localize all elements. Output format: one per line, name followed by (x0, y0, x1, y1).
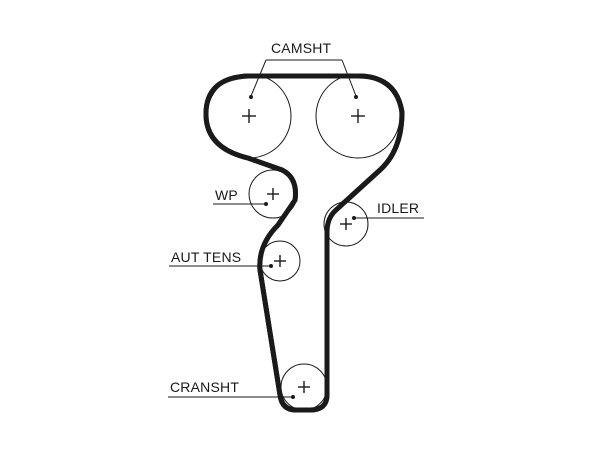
camshaft-leader (249, 59, 358, 99)
auto-tensioner-label: AUT TENS (171, 249, 241, 265)
timing-belt-overlay (203, 73, 405, 413)
idler-leader (352, 216, 424, 220)
water-pump-label: WP (215, 187, 238, 203)
auto-tensioner-pulley (259, 240, 301, 282)
idler-label: IDLER (377, 200, 419, 216)
idler-pulley (323, 201, 369, 247)
water-pump-leader (213, 202, 268, 206)
camshaft-label: CAMSHT (271, 40, 332, 56)
auto-tensioner-leader (169, 264, 273, 268)
crankshaft-label: CRANSHT (170, 379, 239, 395)
crankshaft-leader (168, 395, 295, 399)
crankshaft-pulley (280, 363, 328, 411)
